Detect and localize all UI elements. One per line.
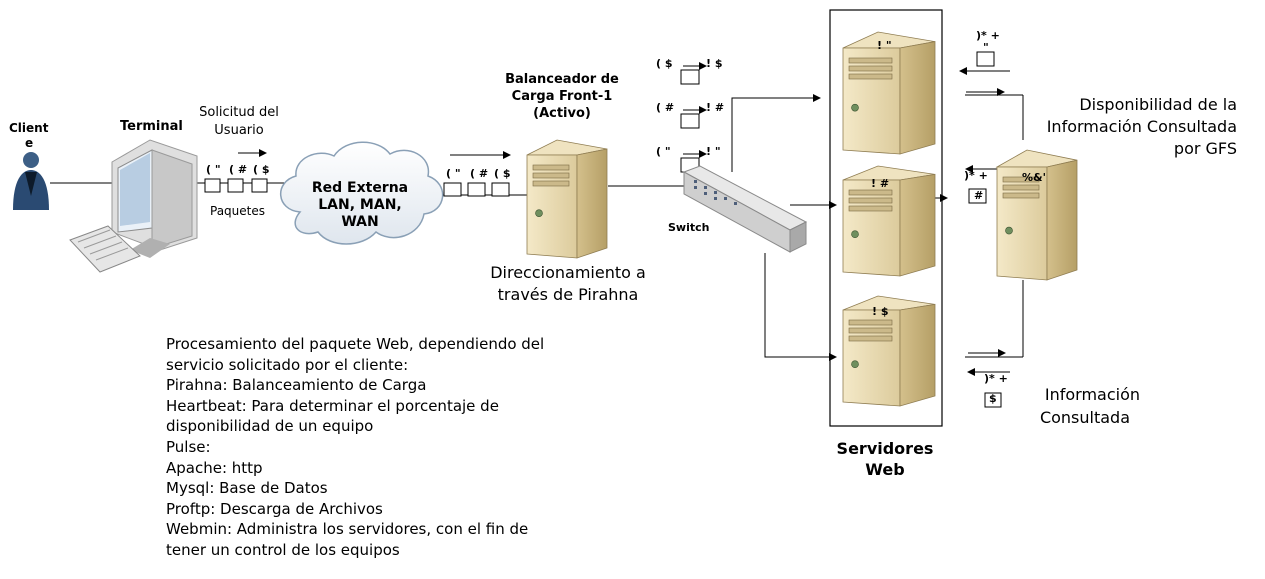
- terminal-computer-icon: [69, 139, 198, 273]
- switch-icon: [682, 165, 808, 253]
- description-line: Mysql: Base de Datos: [166, 479, 328, 498]
- description-line: Heartbeat: Para determinar el porcentaje…: [166, 396, 499, 415]
- cloud-label-3: WAN: [341, 214, 379, 230]
- packets-label: Paquetes: [210, 204, 265, 218]
- description-line: Procesamiento del paquete Web, dependien…: [166, 335, 545, 353]
- cloud-label-2: LAN, MAN,: [318, 197, 402, 213]
- info-label-1: Información: [1044, 385, 1140, 404]
- response-glyph-sub: ": [983, 41, 989, 54]
- route-glyph-right: ! #: [706, 101, 725, 114]
- processing-description: Procesamiento del paquete Web, dependien…: [166, 334, 544, 561]
- server-group: [526, 31, 1078, 407]
- description-line: Pirahna: Balanceamiento de Carga: [166, 376, 427, 395]
- route-glyph-right: ! $: [706, 57, 723, 70]
- route-glyph-right: ! ": [706, 145, 721, 158]
- balancer-label-2: Carga Front-1: [511, 89, 613, 104]
- routing-label-1: Direccionamiento a: [490, 263, 646, 282]
- routing-label-2: través de Pirahna: [497, 285, 639, 304]
- servers-web-frame: [829, 9, 943, 427]
- balancer-label-1: Balanceador de: [505, 72, 619, 87]
- servers-web-label-2: Web: [865, 460, 905, 479]
- response-glyph-sub: $: [989, 392, 997, 405]
- request-label-1: Solicitud del: [199, 105, 279, 120]
- availability-label-3: por GFS: [1173, 139, 1237, 158]
- description-line: tener un control de los equipos: [166, 540, 400, 559]
- description-line: disponibilidad de un equipo: [166, 417, 374, 436]
- request-label-2: Usuario: [214, 123, 264, 138]
- web-server-2-icon: [842, 165, 936, 277]
- response-glyph-sub: #: [974, 189, 984, 202]
- packet-boxes: [204, 51, 1002, 408]
- network-cloud: [279, 141, 444, 245]
- client-label-tail: e: [25, 136, 34, 150]
- packet-glyph: ( #: [229, 163, 248, 176]
- client-label: Client: [9, 121, 49, 135]
- description-line: servicio solicitado por el cliente:: [166, 355, 409, 374]
- packet-glyph: ( $: [253, 163, 270, 176]
- description-line: Webmin: Administra los servidores, con e…: [166, 520, 529, 539]
- server-glyph: ! $: [872, 305, 889, 318]
- gfs-server-icon: [995, 149, 1078, 281]
- route-glyph-left: ( $: [656, 57, 673, 70]
- user-icon: [13, 152, 49, 210]
- packet-glyph: ( ": [206, 163, 221, 176]
- availability-label-1: Disponibilidad de la: [1079, 95, 1237, 114]
- servers-web-label-1: Servidores: [836, 439, 934, 458]
- balancer-label-3: (Activo): [533, 106, 591, 121]
- connection-lines: [50, 67, 1024, 376]
- description-line: Apache: http: [166, 458, 263, 477]
- load-balancer-server-icon: [526, 139, 608, 259]
- response-glyph: )* +: [964, 169, 988, 182]
- web-server-3-icon: [842, 295, 936, 407]
- terminal-label: Terminal: [120, 119, 183, 134]
- route-arrows: [683, 62, 707, 158]
- description-line: Proftp: Descarga de Archivos: [166, 499, 383, 518]
- server-glyph: ! ": [877, 39, 892, 52]
- packet-glyph: ( #: [470, 167, 489, 180]
- info-label-2: Consultada: [1039, 408, 1130, 427]
- availability-label-2: Información Consultada: [1046, 117, 1237, 136]
- cloud-label-1: Red Externa: [311, 180, 409, 196]
- response-glyph: )* +: [984, 372, 1008, 385]
- response-glyph: )* +: [976, 29, 1000, 42]
- packet-glyph: ( $: [494, 167, 511, 180]
- description-line: Pulse:: [166, 437, 211, 456]
- route-glyph-left: ( ": [656, 145, 671, 158]
- packet-glyph: ( ": [446, 167, 461, 180]
- switch-label: Switch: [668, 221, 710, 234]
- server-glyph: ! #: [871, 177, 890, 190]
- web-server-1-icon: [842, 31, 936, 155]
- gfs-glyph: %&': [1022, 171, 1046, 184]
- route-glyph-left: ( #: [656, 101, 675, 114]
